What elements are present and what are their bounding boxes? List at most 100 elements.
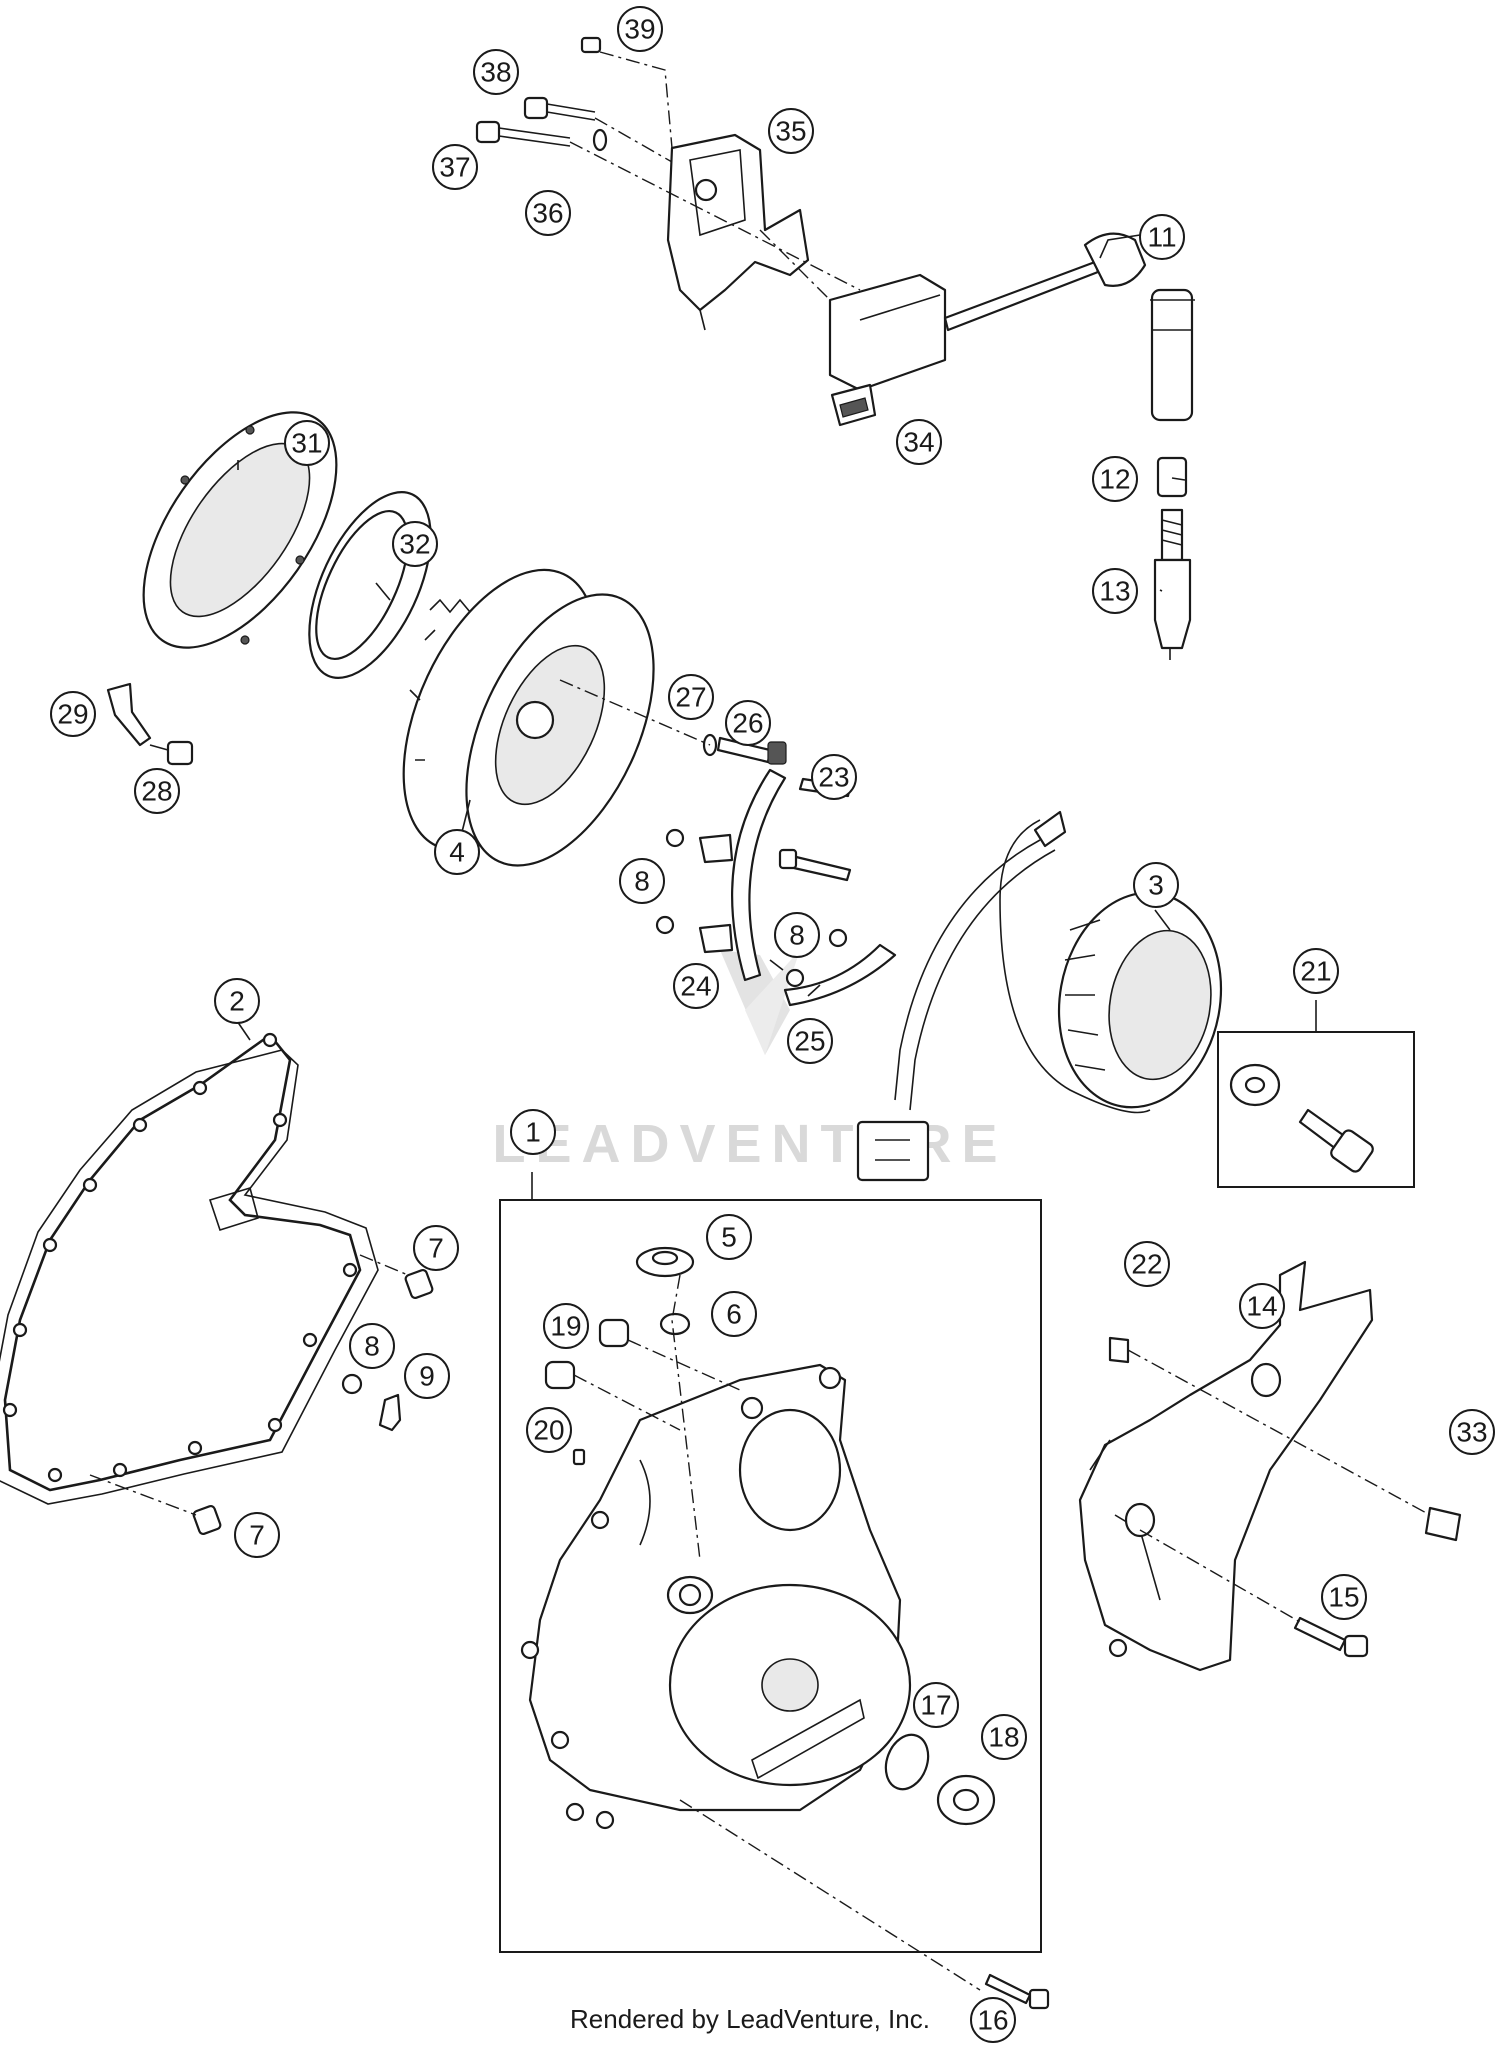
callout-3-label: 3 [1148, 870, 1164, 901]
callout-16: 16 [970, 1997, 1016, 2043]
callout-8c: 8 [349, 1323, 395, 1369]
callout-27: 27 [668, 674, 714, 720]
ignition-cover [520, 1274, 981, 1991]
dowels-7-8-9 [89, 1254, 434, 1536]
oring-17-plug-18 [884, 1733, 996, 1826]
callout-13-label: 13 [1099, 576, 1130, 607]
callout-2-label: 2 [229, 986, 245, 1017]
watermark: LEADVENTURE [492, 950, 1007, 1174]
callout-20: 20 [526, 1407, 572, 1453]
credit-text: Rendered by LeadVenture, Inc. [570, 2004, 930, 2034]
callout-7a-label: 7 [428, 1233, 444, 1264]
callout-29-label: 29 [57, 699, 88, 730]
callout-36: 36 [525, 190, 571, 236]
coil-bolts [475, 36, 861, 301]
callout-31: 31 [284, 420, 330, 466]
rail-guides [655, 768, 897, 1007]
callout-2: 2 [214, 978, 260, 1024]
callout-3: 3 [1133, 862, 1179, 908]
callout-18: 18 [981, 1714, 1027, 1760]
callout-15-label: 15 [1328, 1582, 1359, 1613]
sprocket-cover-14 [1078, 1260, 1462, 1672]
callout-32-label: 32 [399, 529, 430, 560]
callout-14-label: 14 [1246, 1291, 1277, 1322]
callout-33-label: 33 [1456, 1417, 1487, 1448]
kit-21-box [1217, 1000, 1415, 1188]
callout-6: 6 [711, 1291, 757, 1337]
callout-4-label: 4 [449, 837, 465, 868]
callout-31-label: 31 [291, 428, 322, 459]
callout-9-label: 9 [419, 1361, 435, 1392]
callout-32: 32 [392, 521, 438, 567]
callout-37: 37 [432, 144, 478, 190]
callout-25-label: 25 [794, 1026, 825, 1057]
callout-7b: 7 [234, 1512, 280, 1558]
ignition-coil [828, 273, 947, 427]
callout-21-label: 21 [1300, 956, 1331, 987]
callout-9: 9 [404, 1353, 450, 1399]
callout-26-label: 26 [732, 708, 763, 739]
callout-23-label: 23 [818, 762, 849, 793]
callout-34-label: 34 [903, 427, 934, 458]
callout-34: 34 [896, 419, 942, 465]
callout-13: 13 [1092, 568, 1138, 614]
callout-25: 25 [787, 1018, 833, 1064]
callout-38: 38 [473, 49, 519, 95]
callout-15: 15 [1321, 1574, 1367, 1620]
gasket-2 [0, 1032, 379, 1505]
callout-12-label: 12 [1099, 464, 1130, 495]
callout-8c-label: 8 [364, 1331, 380, 1362]
callout-28: 28 [134, 768, 180, 814]
stator-3 [856, 810, 1223, 1182]
callout-27-label: 27 [675, 682, 706, 713]
callout-19-label: 19 [550, 1311, 581, 1342]
callout-24-label: 24 [680, 971, 711, 1002]
callout-24: 24 [673, 963, 719, 1009]
bolt-26-washer-27 [559, 679, 787, 765]
callout-17-label: 17 [920, 1690, 951, 1721]
callout-1: 1 [510, 1109, 556, 1155]
spark-plug-parts [1153, 456, 1192, 660]
flywheel-4 [402, 568, 655, 867]
callout-5-label: 5 [721, 1222, 737, 1253]
callout-29: 29 [50, 691, 96, 737]
callout-20-label: 20 [533, 1415, 564, 1446]
callout-8a: 8 [619, 858, 665, 904]
callout-12: 12 [1092, 456, 1138, 502]
callout-14: 14 [1239, 1283, 1285, 1329]
callout-8b: 8 [774, 912, 820, 958]
coil-bracket [666, 133, 810, 331]
callout-39: 39 [617, 6, 663, 52]
callout-26: 26 [725, 700, 771, 746]
flywheel-cover-31 [142, 411, 338, 649]
spark-plug-cap [943, 232, 1195, 422]
callout-18-label: 18 [988, 1722, 1019, 1753]
callout-19: 19 [543, 1303, 589, 1349]
callout-1-label: 1 [525, 1117, 541, 1148]
callout-33: 33 [1449, 1409, 1495, 1455]
callout-35: 35 [768, 108, 814, 154]
callout-21: 21 [1293, 948, 1339, 994]
callout-7a: 7 [413, 1225, 459, 1271]
callout-8b-label: 8 [789, 920, 805, 951]
callout-22-label: 22 [1131, 1249, 1162, 1280]
callout-7b-label: 7 [249, 1520, 265, 1551]
bolt-16 [984, 1973, 1050, 2010]
callout-4: 4 [434, 829, 480, 875]
clip-29-bolt-28 [106, 682, 194, 766]
callout-36-label: 36 [532, 198, 563, 229]
callout-22: 22 [1124, 1241, 1170, 1287]
callout-5: 5 [706, 1214, 752, 1260]
plug-5-oring-6 [635, 1246, 695, 1336]
callout-37-label: 37 [439, 152, 470, 183]
callout-17: 17 [913, 1682, 959, 1728]
callout-8a-label: 8 [634, 866, 650, 897]
callout-11-label: 11 [1147, 222, 1176, 253]
callout-23: 23 [811, 754, 857, 800]
callout-38-label: 38 [480, 57, 511, 88]
watermark-text: LEADVENTURE [492, 1114, 1007, 1174]
callout-35-label: 35 [775, 116, 806, 147]
callout-39-label: 39 [624, 14, 655, 45]
callout-16-label: 16 [977, 2005, 1008, 2036]
